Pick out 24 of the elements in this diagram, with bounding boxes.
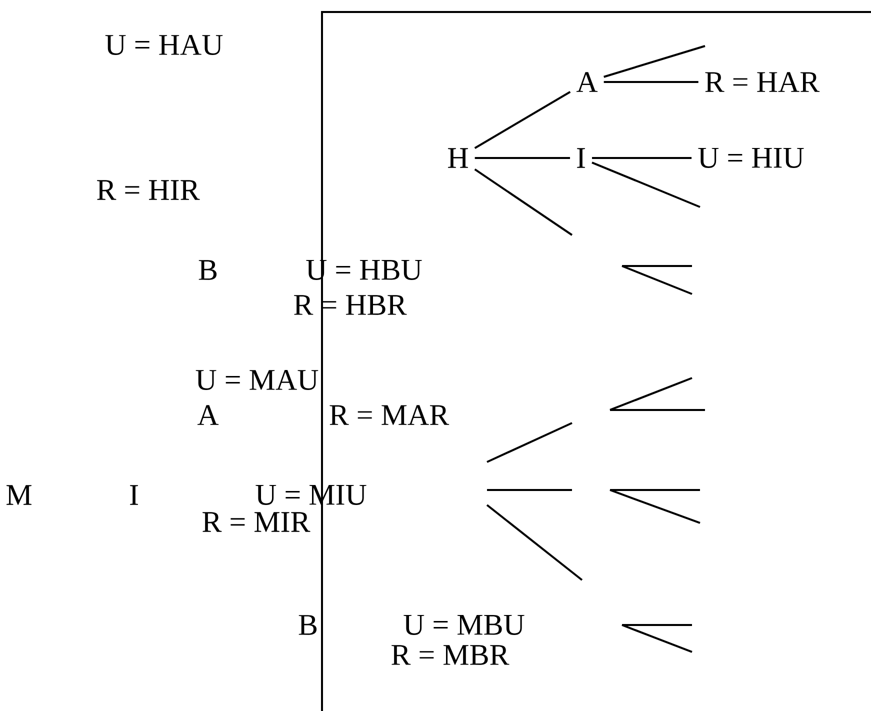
branch-line <box>474 157 570 159</box>
tree-label: R = HAR <box>705 72 820 92</box>
tree-label: U = MAU <box>196 370 318 390</box>
branch-line <box>474 91 571 149</box>
tree-label: A <box>576 72 598 92</box>
branch-line <box>604 45 706 78</box>
tree-label: I <box>577 148 585 168</box>
tree-label: A <box>197 405 219 425</box>
tree-label: R = MIR <box>202 512 310 532</box>
tree-label: M <box>6 485 32 505</box>
tree-label: U = MBU <box>404 615 524 635</box>
branch-line <box>474 168 573 236</box>
tree-label: I <box>130 485 138 505</box>
tree-label: H <box>448 148 468 168</box>
branch-line <box>592 157 692 159</box>
tree-label: B <box>198 260 217 280</box>
branch-line <box>592 162 700 208</box>
tree-label: R = MBR <box>392 645 510 665</box>
tree-label: R = HIR <box>97 180 200 200</box>
tree-label: U = HAU <box>105 34 223 56</box>
tree-label: B <box>298 615 317 635</box>
tree-label: R = MAR <box>330 405 450 425</box>
branch-line <box>604 81 698 83</box>
tree-label: U = HIU <box>698 148 804 168</box>
